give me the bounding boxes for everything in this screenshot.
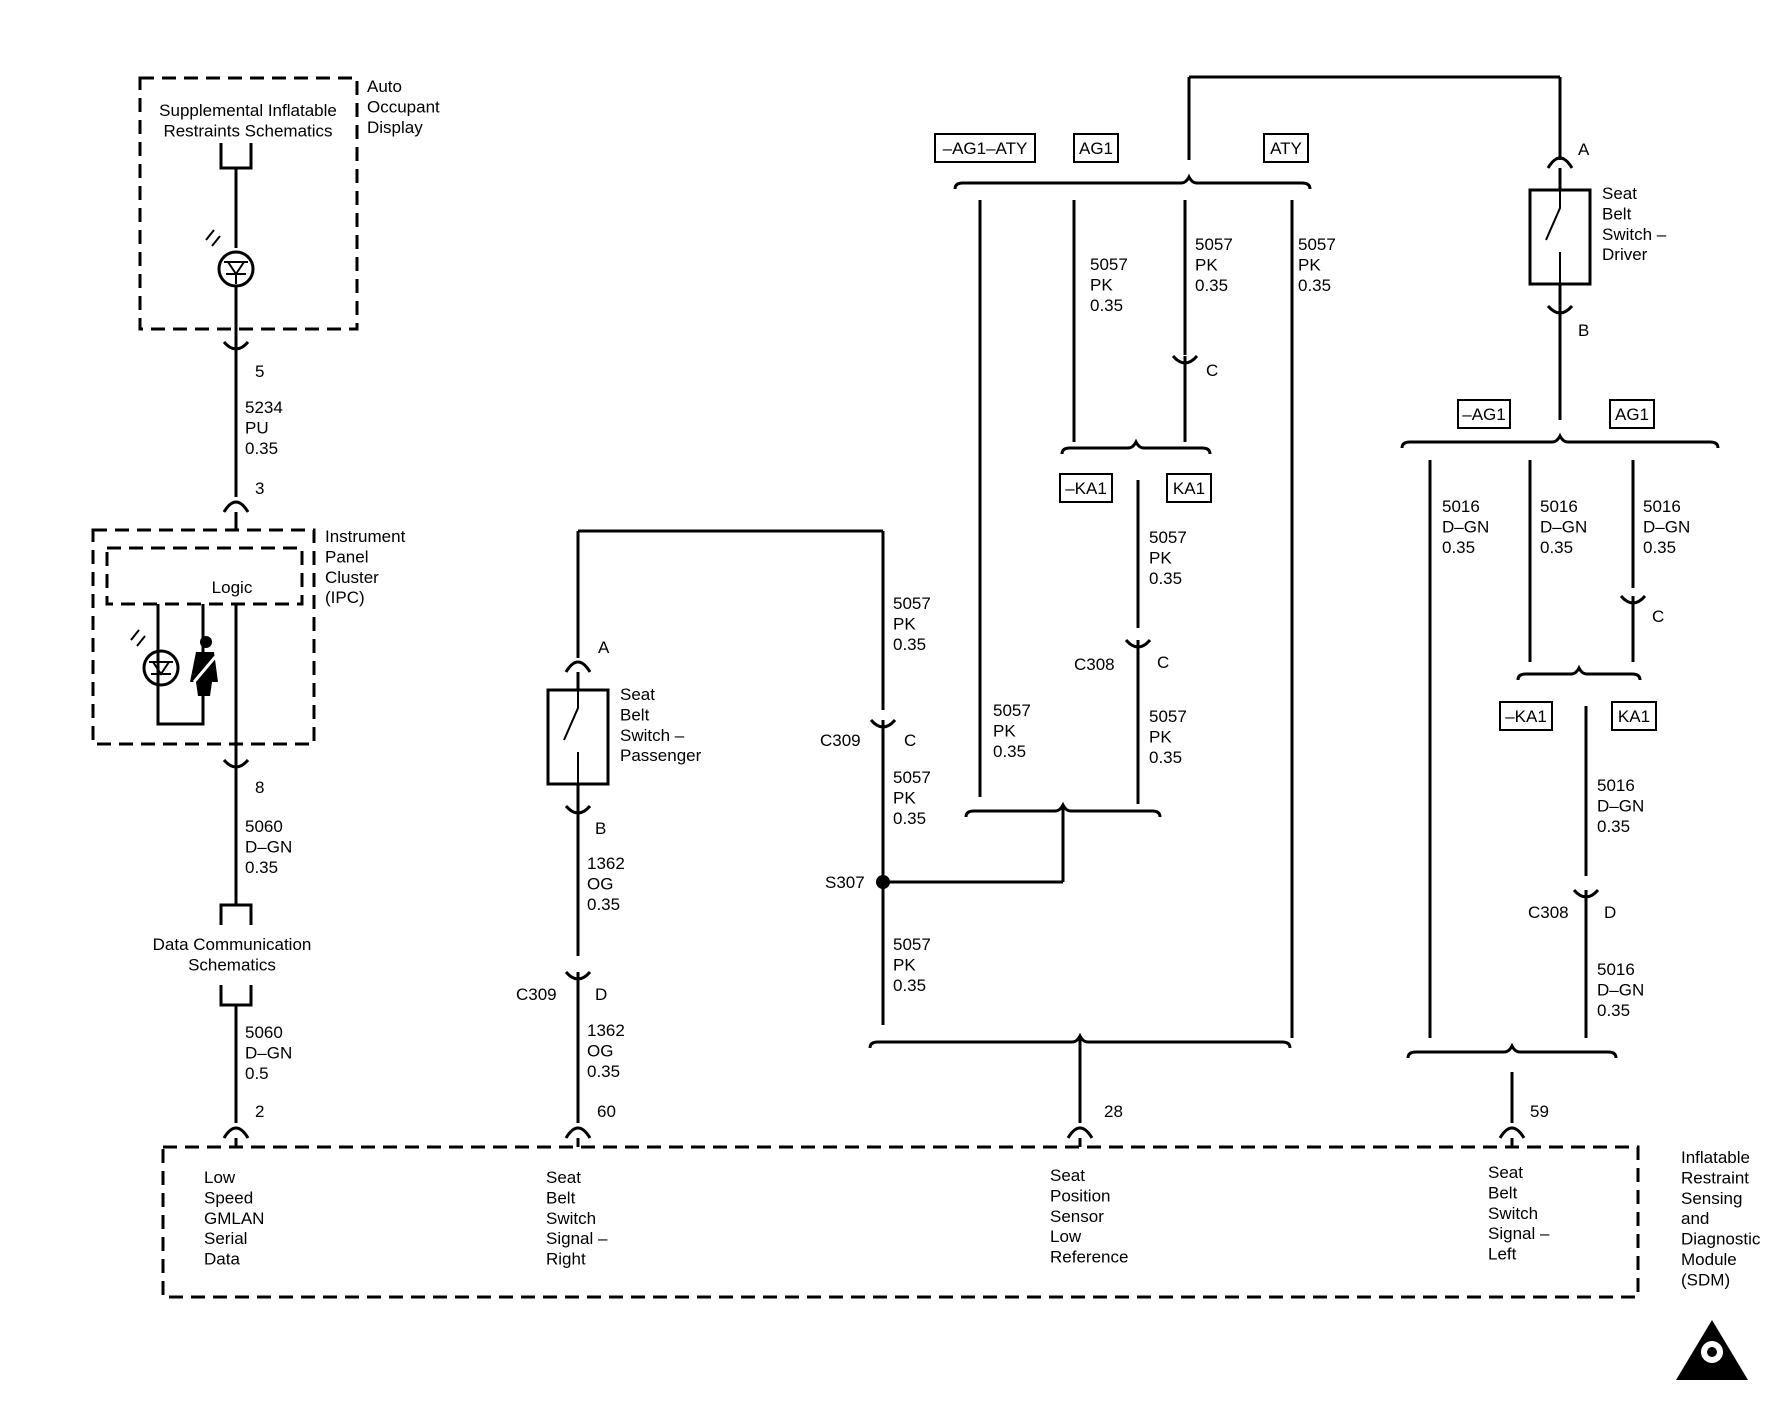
pin-b-passenger: B: [595, 819, 606, 838]
connector-c309: C309: [820, 731, 861, 750]
pin-3: 3: [255, 479, 264, 498]
option-boxes: –AG1–ATY AG1 ATY –KA1 KA1 –AG1 AG1 –KA1 …: [934, 133, 1657, 731]
option-ag1-aty: –AG1–ATY: [943, 139, 1028, 158]
option-ag1: AG1: [1079, 139, 1113, 158]
ipc-box: [91, 528, 316, 746]
pin-c-c309: C: [904, 731, 916, 750]
connector-c308-pk: C308: [1074, 655, 1115, 674]
airbag-warning-icon: [1676, 1320, 1748, 1380]
ipc-circuit: [130, 143, 255, 1147]
seatbelt-person-icon: [190, 636, 218, 696]
option-ag1-dgn: AG1: [1615, 405, 1649, 424]
pin-a-driver: A: [1578, 140, 1590, 159]
option-not-ka1-dgn: –KA1: [1505, 707, 1547, 726]
auto-occupant-display-box: [138, 76, 359, 331]
pin-b-driver: B: [1578, 321, 1589, 340]
pin-d-c309: D: [595, 985, 607, 1004]
connector-c309-passenger: C309: [516, 985, 557, 1004]
pin-5: 5: [255, 362, 264, 381]
seatbelt-lamp-icon: [142, 649, 180, 687]
option-aty: ATY: [1270, 139, 1302, 158]
driver-switch-circuit: [1400, 156, 1720, 1147]
pin-c-c308: C: [1157, 653, 1169, 672]
logic-label: Logic: [212, 578, 253, 597]
pin-d-c308: D: [1604, 903, 1616, 922]
option-not-ag1: –AG1: [1462, 405, 1505, 424]
option-not-ka1: –KA1: [1065, 479, 1107, 498]
sdm-box: [161, 1145, 1640, 1299]
option-ka1-dgn: KA1: [1618, 707, 1650, 726]
pin-59: 59: [1530, 1102, 1549, 1121]
logic-box: [105, 546, 304, 606]
pin-2: 2: [255, 1102, 264, 1121]
pin-c-dgn: C: [1652, 607, 1664, 626]
connector-c308-dgn: C308: [1528, 903, 1569, 922]
pin-c-ag1: C: [1206, 361, 1218, 380]
pin-28: 28: [1104, 1102, 1123, 1121]
option-ka1: KA1: [1173, 479, 1205, 498]
passenger-switch-circuit: [546, 529, 883, 1147]
splice-s307: S307: [825, 873, 865, 892]
pk-circuit: [868, 75, 1562, 1147]
pin-60: 60: [597, 1102, 616, 1121]
pin-a-passenger: A: [598, 638, 610, 657]
pin-8: 8: [255, 778, 264, 797]
